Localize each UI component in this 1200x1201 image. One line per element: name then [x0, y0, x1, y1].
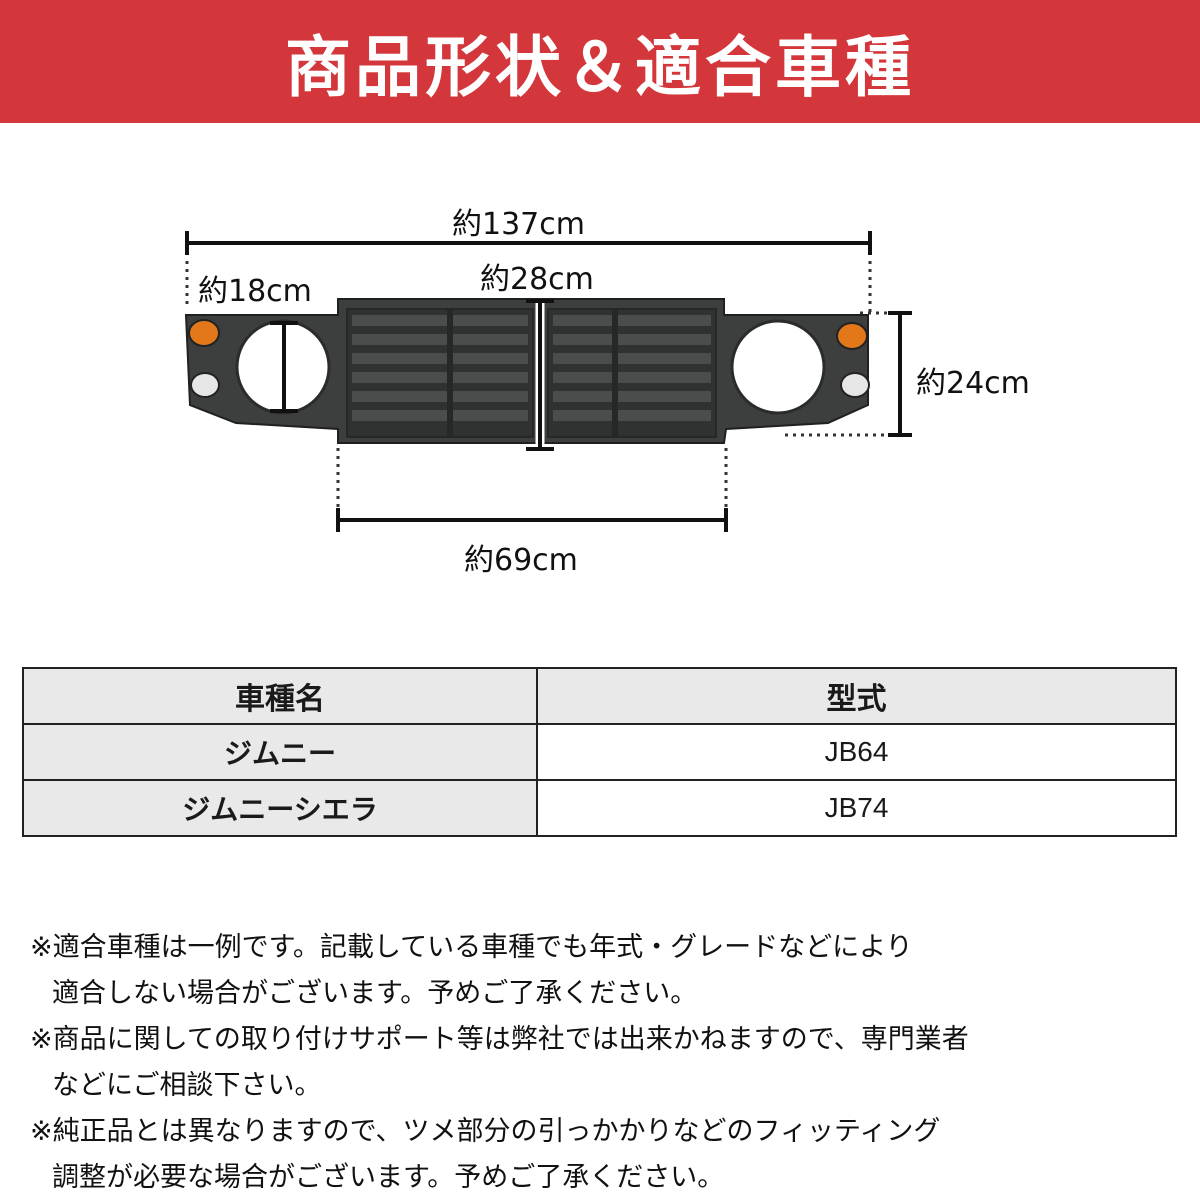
- light-diameter-label: 約18cm: [198, 274, 312, 309]
- page-title: 商品形状＆適合車種: [285, 28, 915, 106]
- note-line: ※商品に関しての取り付けサポート等は弊社では出来かねますので、専門業者: [30, 1024, 969, 1055]
- note-line: などにご相談下さい。: [52, 1070, 322, 1101]
- grille-drawing: [184, 231, 912, 532]
- left-turn-signal: [188, 319, 220, 347]
- overall-height-dimension: [888, 311, 912, 437]
- grille-width-dimension: [336, 508, 728, 532]
- right-clearance-lamp: [840, 372, 870, 398]
- compatibility-table: 車種名 型式 ジムニー JB64 ジムニーシエラ JB74: [22, 667, 1177, 837]
- note-line: ※純正品とは異なりますので、ツメ部分の引っかかりなどのフィッティング: [30, 1116, 941, 1147]
- column-header-model-code: 型式: [536, 667, 1177, 725]
- note-line: 適合しない場合がございます。予めご了承ください。: [52, 978, 698, 1009]
- total-width-label: 約137cm: [452, 207, 585, 242]
- model-name-cell: ジムニーシエラ: [22, 779, 538, 837]
- note-line: ※適合車種は一例です。記載している車種でも年式・グレードなどにより: [30, 932, 913, 963]
- notes-section: ※適合車種は一例です。記載している車種でも年式・グレードなどにより 適合しない場…: [30, 925, 1180, 1201]
- model-name-cell: ジムニー: [22, 723, 538, 781]
- note-line: 調整が必要な場合がございます。予めご了承ください。: [52, 1162, 725, 1193]
- grille-body: [184, 298, 870, 444]
- note-item: ※純正品とは異なりますので、ツメ部分の引っかかりなどのフィッティング 調整が必要…: [30, 1109, 1180, 1201]
- total-width-dimension: [185, 231, 872, 255]
- grille-width-label: 約69cm: [464, 543, 578, 578]
- table-header-row: 車種名 型式: [22, 667, 1177, 725]
- product-diagram: 約137cm 約18cm 約28cm 約24cm 約69cm: [0, 123, 1200, 643]
- table-row: ジムニー JB64: [22, 723, 1177, 781]
- column-header-model-name: 車種名: [22, 667, 538, 725]
- model-code-cell: JB74: [536, 779, 1177, 837]
- right-headlight-opening: [730, 319, 826, 415]
- note-item: ※商品に関しての取り付けサポート等は弊社では出来かねますので、専門業者 などにご…: [30, 1017, 1180, 1109]
- overall-height-label: 約24cm: [916, 366, 1030, 401]
- header-banner: 商品形状＆適合車種: [0, 0, 1200, 123]
- grille-height-label: 約28cm: [480, 262, 594, 297]
- right-turn-signal: [836, 322, 868, 350]
- light-diameter-dimension: [270, 321, 298, 413]
- table-row: ジムニーシエラ JB74: [22, 779, 1177, 837]
- left-clearance-lamp: [190, 372, 220, 398]
- note-item: ※適合車種は一例です。記載している車種でも年式・グレードなどにより 適合しない場…: [30, 925, 1180, 1017]
- model-code-cell: JB64: [536, 723, 1177, 781]
